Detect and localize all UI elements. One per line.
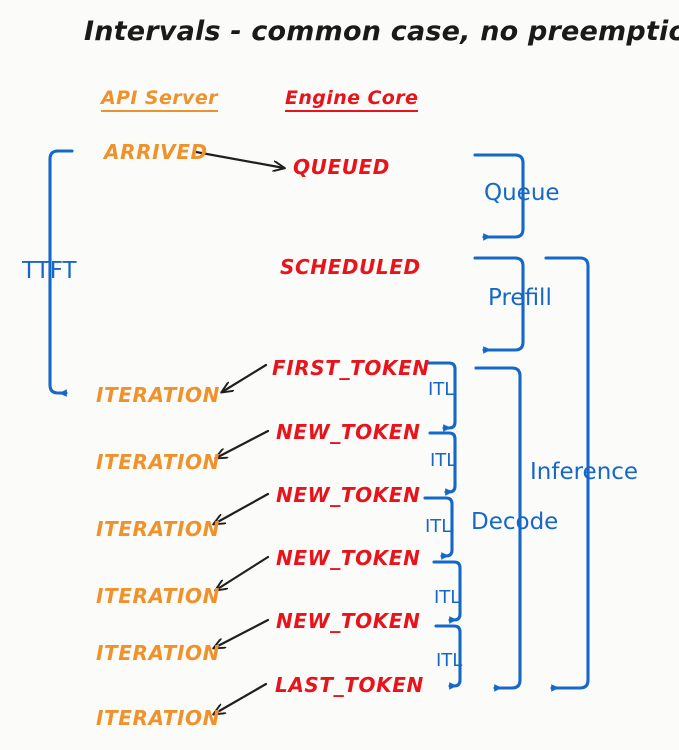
state-first-token: FIRST_TOKEN (272, 356, 430, 380)
state-scheduled: SCHEDULED (280, 255, 421, 279)
state-arrived: ARRIVED (104, 140, 208, 164)
interval-label-decode: Decode (471, 509, 559, 535)
interval-label-queue: Queue (484, 180, 560, 206)
state-queued: QUEUED (293, 155, 391, 179)
interval-label-itl-5: ITL (436, 650, 463, 671)
column-header-api-server: API Server (101, 89, 218, 112)
state-iteration-4: ITERATION (96, 584, 220, 608)
interval-label-itl-3: ITL (425, 516, 452, 537)
column-header-engine-core: Engine Core (285, 89, 419, 112)
interval-label-prefill: Prefill (488, 285, 552, 311)
page-title: Intervals - common case, no preemptions (84, 16, 679, 47)
interval-label-ttft: TTFT (22, 258, 77, 284)
interval-label-inference: Inference (530, 459, 639, 485)
state-new-token-4: NEW_TOKEN (276, 609, 421, 633)
state-iteration-1: ITERATION (96, 383, 220, 407)
state-new-token-3: NEW_TOKEN (276, 546, 421, 570)
state-new-token-2: NEW_TOKEN (276, 483, 421, 507)
state-iteration-6: ITERATION (96, 706, 220, 730)
state-iteration-5: ITERATION (96, 641, 220, 665)
state-iteration-2: ITERATION (96, 450, 220, 474)
state-new-token-1: NEW_TOKEN (276, 420, 421, 444)
state-iteration-3: ITERATION (96, 517, 220, 541)
interval-label-itl-4: ITL (434, 587, 461, 608)
interval-label-itl-2: ITL (430, 450, 457, 471)
state-last-token: LAST_TOKEN (275, 673, 424, 697)
interval-label-itl-1: ITL (428, 379, 455, 400)
